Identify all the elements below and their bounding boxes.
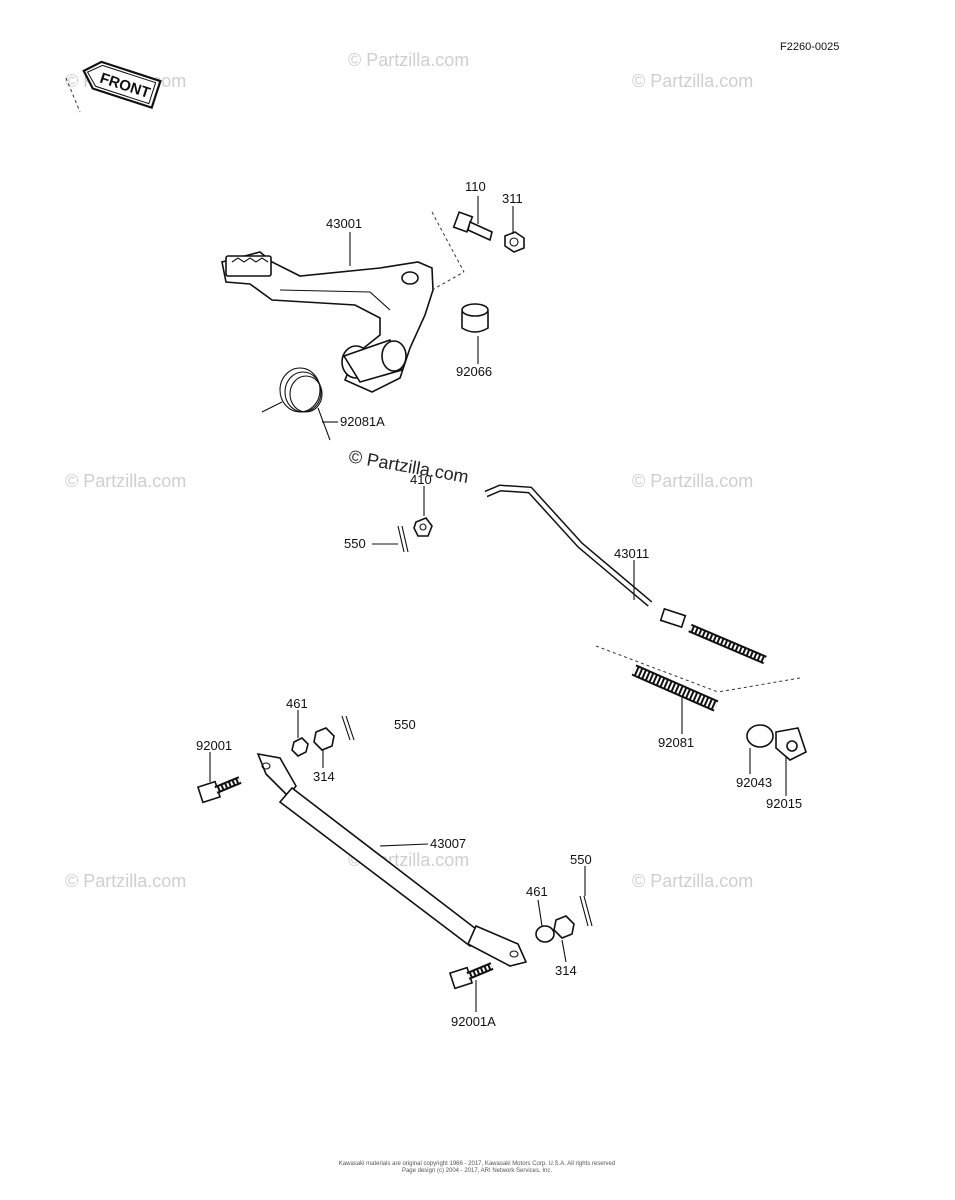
part-label[interactable]: 550 bbox=[570, 852, 592, 867]
watermark: © Partzilla.com bbox=[632, 871, 753, 891]
part-label[interactable]: 92015 bbox=[766, 796, 802, 811]
part-label[interactable]: 314 bbox=[313, 769, 335, 784]
pivot-hardware-drawing bbox=[431, 211, 525, 333]
return-spring-drawing bbox=[595, 645, 801, 712]
footer-page-design: Page design (c) 2004 - 2017, ARI Network… bbox=[402, 1168, 552, 1174]
front-arrow-tail bbox=[65, 77, 81, 113]
torsion-spring-drawing bbox=[261, 367, 331, 441]
part-label[interactable]: 43011 bbox=[614, 546, 649, 561]
part-labels: 43001 110 311 92066 92081A 410 550 43011… bbox=[196, 179, 802, 1029]
part-label[interactable]: 92001A bbox=[451, 1014, 496, 1029]
brake-rod-drawing bbox=[484, 484, 767, 665]
part-label[interactable]: 92066 bbox=[456, 364, 492, 379]
diagram-code: F2260-0025 bbox=[780, 41, 839, 53]
part-label[interactable]: 550 bbox=[344, 536, 366, 551]
part-label[interactable]: 311 bbox=[502, 191, 523, 206]
tie-rod-drawing bbox=[256, 752, 528, 967]
watermark-center: © Partzilla.com bbox=[347, 446, 470, 487]
watermark: © Partzilla.com bbox=[632, 471, 753, 491]
part-label[interactable]: 43001 bbox=[326, 216, 362, 231]
brake-pedal-drawing bbox=[221, 251, 434, 393]
footer-copyright: Kawasaki materials are original copyrigh… bbox=[339, 1161, 615, 1167]
part-label[interactable]: 461 bbox=[526, 884, 548, 899]
part-label[interactable]: 550 bbox=[394, 717, 416, 732]
part-label[interactable]: 314 bbox=[555, 963, 577, 978]
watermark: © Partzilla.com bbox=[65, 471, 186, 491]
rod-hardware-drawing bbox=[196, 715, 593, 990]
leader-lines bbox=[209, 196, 787, 1012]
adjuster-drawing bbox=[746, 724, 807, 761]
watermark: © Partzilla.com bbox=[632, 71, 753, 91]
watermark: © Partzilla.com bbox=[65, 871, 186, 891]
part-label[interactable]: 43007 bbox=[430, 836, 466, 851]
part-label[interactable]: 92001 bbox=[196, 738, 232, 753]
part-label[interactable]: 461 bbox=[286, 696, 308, 711]
part-label[interactable]: 92081 bbox=[658, 735, 694, 750]
part-label[interactable]: 410 bbox=[410, 472, 432, 487]
part-label[interactable]: 92081A bbox=[340, 414, 385, 429]
part-label[interactable]: 92043 bbox=[736, 775, 772, 790]
watermark: © Partzilla.com bbox=[348, 50, 469, 70]
part-label[interactable]: 110 bbox=[465, 179, 486, 194]
pin-washer-drawing bbox=[397, 517, 433, 553]
front-arrow-icon: FRONT bbox=[82, 60, 162, 110]
